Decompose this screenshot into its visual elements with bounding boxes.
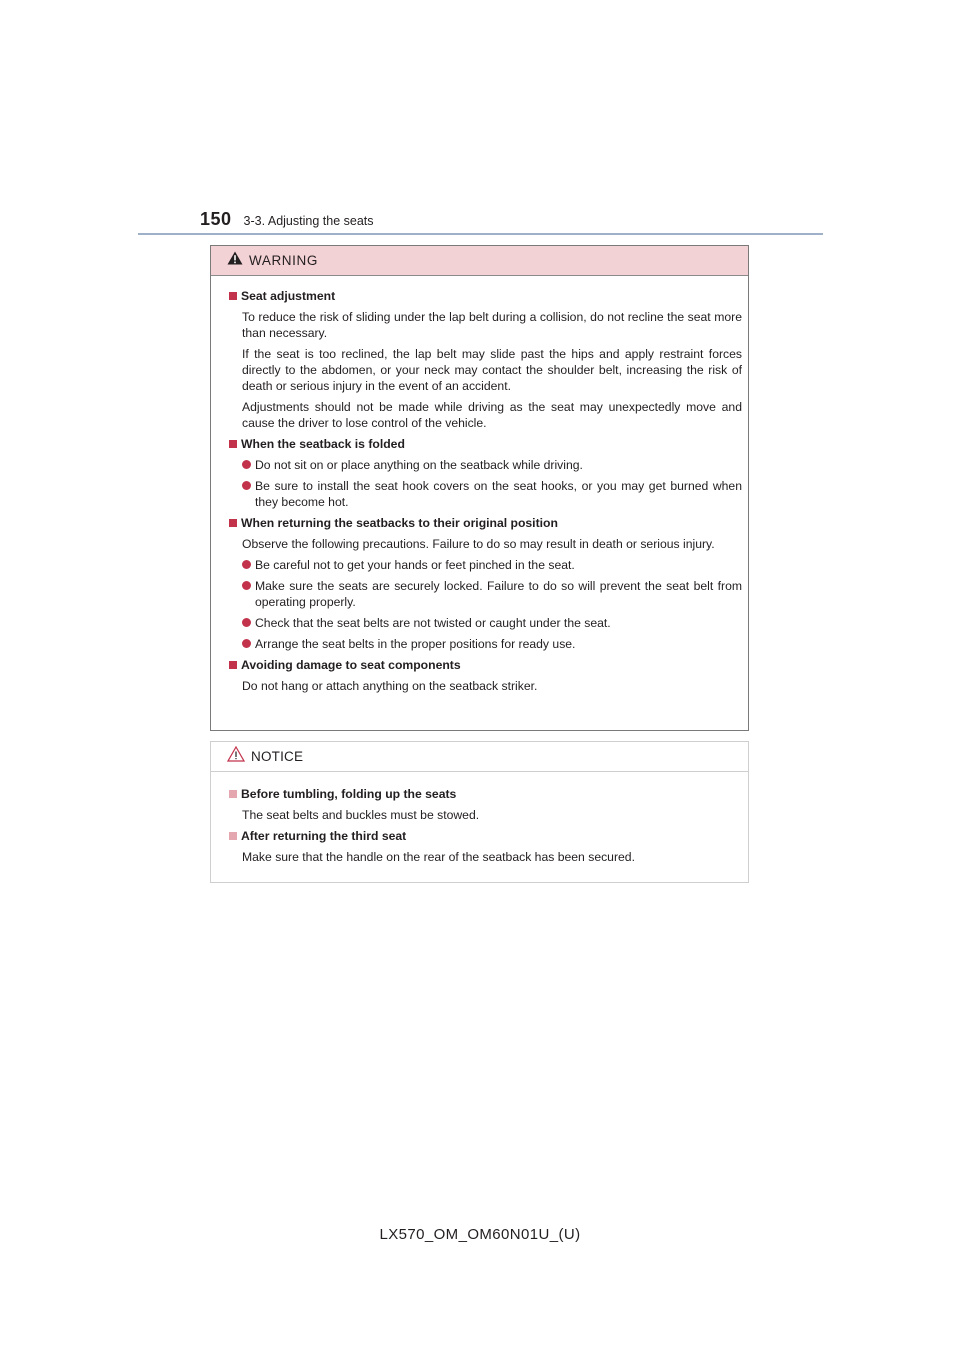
list-item: Do not sit on or place anything on the s… bbox=[229, 457, 742, 473]
list-item-text: Be sure to install the seat hook covers … bbox=[255, 479, 742, 509]
list-item-text: Arrange the seat belts in the proper pos… bbox=[255, 637, 576, 651]
paragraph: Do not hang or attach anything on the se… bbox=[242, 679, 538, 693]
square-bullet-icon bbox=[229, 661, 237, 669]
round-bullet-icon bbox=[242, 639, 251, 648]
list-item: Be sure to install the seat hook covers … bbox=[229, 478, 742, 510]
page-number: 150 bbox=[200, 209, 232, 229]
paragraph: Adjustments should not be made while dri… bbox=[242, 400, 742, 430]
heading-text: Before tumbling, folding up the seats bbox=[241, 787, 457, 801]
section-heading: Before tumbling, folding up the seats bbox=[229, 786, 742, 802]
square-bullet-icon bbox=[229, 519, 237, 527]
document-code: LX570_OM_OM60N01U_(U) bbox=[379, 1226, 581, 1243]
list-item-text: Check that the seat belts are not twiste… bbox=[255, 616, 611, 630]
heading-text: Seat adjustment bbox=[241, 289, 336, 303]
round-bullet-icon bbox=[242, 481, 251, 490]
list-item-text: Make sure the seats are securely locked.… bbox=[255, 579, 742, 609]
warning-triangle-icon bbox=[227, 251, 243, 270]
notice-body: Before tumbling, folding up the seats Th… bbox=[211, 772, 748, 865]
list-item: Be careful not to get your hands or feet… bbox=[229, 557, 742, 573]
list-item: Check that the seat belts are not twiste… bbox=[229, 615, 742, 631]
section-heading: When returning the seatbacks to their or… bbox=[229, 515, 742, 531]
warning-title: WARNING bbox=[249, 253, 318, 268]
round-bullet-icon bbox=[242, 618, 251, 627]
heading-text: When the seatback is folded bbox=[241, 437, 405, 451]
heading-text: Avoiding damage to seat components bbox=[241, 658, 461, 672]
square-bullet-icon bbox=[229, 790, 237, 798]
paragraph: If the seat is too reclined, the lap bel… bbox=[242, 347, 742, 393]
square-bullet-icon bbox=[229, 440, 237, 448]
round-bullet-icon bbox=[242, 581, 251, 590]
notice-box: NOTICE Before tumbling, folding up the s… bbox=[210, 741, 749, 883]
heading-text: When returning the seatbacks to their or… bbox=[241, 516, 558, 530]
section-heading: When the seatback is folded bbox=[229, 436, 742, 452]
heading-text: After returning the third seat bbox=[241, 829, 407, 843]
paragraph: Make sure that the handle on the rear of… bbox=[242, 850, 635, 864]
paragraph: To reduce the risk of sliding under the … bbox=[242, 310, 742, 340]
round-bullet-icon bbox=[242, 460, 251, 469]
header-rule bbox=[138, 233, 823, 235]
list-item-text: Be careful not to get your hands or feet… bbox=[255, 558, 575, 572]
square-bullet-icon bbox=[229, 832, 237, 840]
page-header: 150 3-3. Adjusting the seats bbox=[200, 204, 374, 230]
list-item: Make sure the seats are securely locked.… bbox=[229, 578, 742, 610]
section-heading: Seat adjustment bbox=[229, 288, 742, 304]
section-heading: Avoiding damage to seat components bbox=[229, 657, 742, 673]
warning-box: WARNING Seat adjustment To reduce the ri… bbox=[210, 245, 749, 731]
notice-header: NOTICE bbox=[211, 742, 748, 772]
paragraph: Observe the following precautions. Failu… bbox=[242, 537, 715, 551]
square-bullet-icon bbox=[229, 292, 237, 300]
notice-title: NOTICE bbox=[251, 749, 304, 764]
list-item: Arrange the seat belts in the proper pos… bbox=[229, 636, 742, 652]
notice-triangle-icon bbox=[226, 745, 246, 767]
warning-body: Seat adjustment To reduce the risk of sl… bbox=[211, 276, 748, 694]
paragraph: The seat belts and buckles must be stowe… bbox=[242, 808, 480, 822]
round-bullet-icon bbox=[242, 560, 251, 569]
section-title: 3-3. Adjusting the seats bbox=[243, 214, 374, 228]
list-item-text: Do not sit on or place anything on the s… bbox=[255, 458, 583, 472]
section-heading: After returning the third seat bbox=[229, 828, 742, 844]
warning-header: WARNING bbox=[211, 246, 748, 276]
